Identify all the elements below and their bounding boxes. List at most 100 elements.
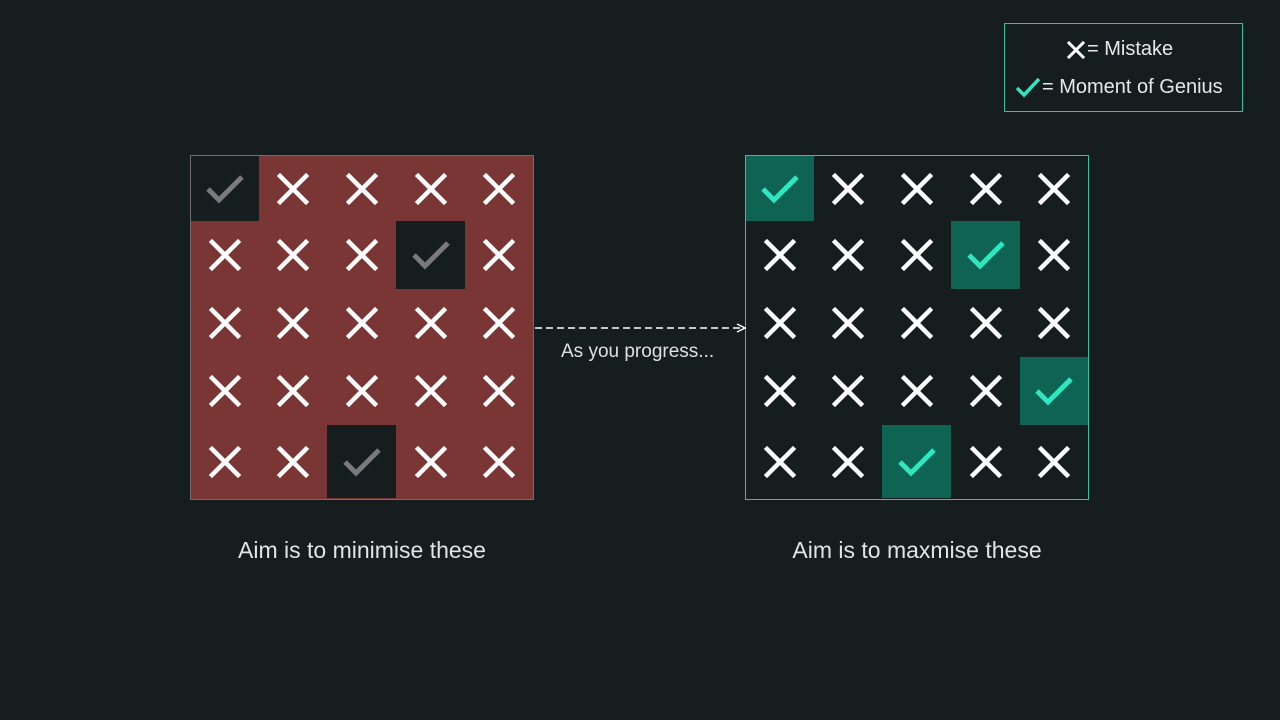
check-icon xyxy=(206,174,244,204)
cross-icon xyxy=(276,172,310,205)
mistake-cell xyxy=(327,221,396,289)
check-icon xyxy=(897,447,936,477)
cross-icon xyxy=(900,374,933,408)
cross-icon xyxy=(208,374,242,408)
check-icon xyxy=(411,241,450,270)
genius-cell xyxy=(396,221,465,289)
genius-cell xyxy=(951,221,1020,289)
mistake-cell xyxy=(465,289,533,357)
cross-icon xyxy=(969,306,1002,340)
mistake-cell xyxy=(882,221,951,289)
mistake-cell xyxy=(259,357,327,425)
cross-icon xyxy=(831,238,865,272)
mistake-cell xyxy=(882,357,951,425)
mistakes-grid xyxy=(190,155,534,500)
cross-icon xyxy=(763,306,797,340)
mistake-cell xyxy=(882,289,951,357)
genius-cell xyxy=(1020,357,1088,425)
mistake-cell xyxy=(327,156,396,221)
genius-cell xyxy=(882,425,951,498)
mistake-cell xyxy=(951,156,1020,221)
mistake-cell xyxy=(396,156,465,221)
cross-icon xyxy=(276,374,310,408)
cross-icon xyxy=(345,374,378,408)
mistake-cell xyxy=(396,357,465,425)
cross-icon xyxy=(276,306,310,340)
cross-icon xyxy=(414,172,447,205)
legend-genius-label: = Moment of Genius xyxy=(1042,75,1223,98)
genius-cell xyxy=(327,425,396,498)
mistake-cell xyxy=(259,156,327,221)
mistake-cell xyxy=(1020,156,1088,221)
mistake-cell xyxy=(396,289,465,357)
cross-icon xyxy=(900,238,933,272)
mistake-cell xyxy=(259,289,327,357)
cross-icon xyxy=(345,306,378,340)
mistake-cell xyxy=(814,357,882,425)
cross-icon xyxy=(482,172,516,205)
cross-icon xyxy=(1066,40,1086,59)
check-icon xyxy=(342,447,381,477)
mistake-cell xyxy=(814,221,882,289)
cross-icon xyxy=(969,445,1002,478)
cross-icon xyxy=(831,445,865,478)
mistake-cell xyxy=(191,289,259,357)
legend-mistake: = Mistake xyxy=(1065,38,1173,61)
cross-icon xyxy=(482,306,516,340)
genius-grid xyxy=(745,155,1089,500)
mistake-cell xyxy=(746,357,814,425)
mistake-cell xyxy=(327,289,396,357)
cross-icon xyxy=(276,445,310,478)
mistake-cell xyxy=(259,221,327,289)
mistake-cell xyxy=(746,221,814,289)
cross-icon xyxy=(345,172,378,205)
cross-icon xyxy=(1037,238,1071,272)
cross-icon xyxy=(482,238,516,272)
mistake-cell xyxy=(191,357,259,425)
mistake-cell xyxy=(1020,425,1088,498)
cross-icon xyxy=(900,172,933,205)
cross-icon xyxy=(763,445,797,478)
mistake-cell xyxy=(814,425,882,498)
mistake-cell xyxy=(882,156,951,221)
cross-icon xyxy=(482,374,516,408)
cross-icon xyxy=(345,238,378,272)
mistake-cell xyxy=(465,357,533,425)
mistake-cell xyxy=(1020,289,1088,357)
cross-icon xyxy=(208,306,242,340)
cross-icon xyxy=(831,306,865,340)
cross-icon xyxy=(831,172,865,205)
left-caption: Aim is to minimise these xyxy=(238,537,486,563)
cross-icon xyxy=(1037,306,1071,340)
cross-icon xyxy=(900,306,933,340)
check-icon xyxy=(1015,77,1041,98)
genius-cell xyxy=(746,156,814,221)
mistake-cell xyxy=(327,357,396,425)
cross-icon xyxy=(1037,172,1071,205)
mistake-cell xyxy=(465,425,533,498)
progress-arrow xyxy=(535,323,747,333)
progress-label: As you progress... xyxy=(561,341,715,362)
legend-mistake-label: = Mistake xyxy=(1087,38,1174,60)
cross-icon xyxy=(763,238,797,272)
mistake-cell xyxy=(746,425,814,498)
cross-icon xyxy=(763,374,797,408)
genius-cell xyxy=(191,156,259,221)
mistake-cell xyxy=(1020,221,1088,289)
mistake-cell xyxy=(951,289,1020,357)
right-caption: Aim is to maxmise these xyxy=(792,537,1042,563)
cross-icon xyxy=(414,306,447,340)
cross-icon xyxy=(1037,445,1071,478)
check-icon xyxy=(1035,377,1073,406)
mistake-cell xyxy=(951,357,1020,425)
check-icon xyxy=(761,174,799,204)
cross-icon xyxy=(414,445,447,478)
cross-icon xyxy=(414,374,447,408)
mistake-cell xyxy=(465,221,533,289)
mistake-cell xyxy=(191,425,259,498)
mistake-cell xyxy=(814,289,882,357)
mistake-cell xyxy=(746,289,814,357)
check-icon xyxy=(966,241,1005,270)
legend: = Mistake = Moment of Genius xyxy=(1004,23,1243,112)
cross-icon xyxy=(276,238,310,272)
